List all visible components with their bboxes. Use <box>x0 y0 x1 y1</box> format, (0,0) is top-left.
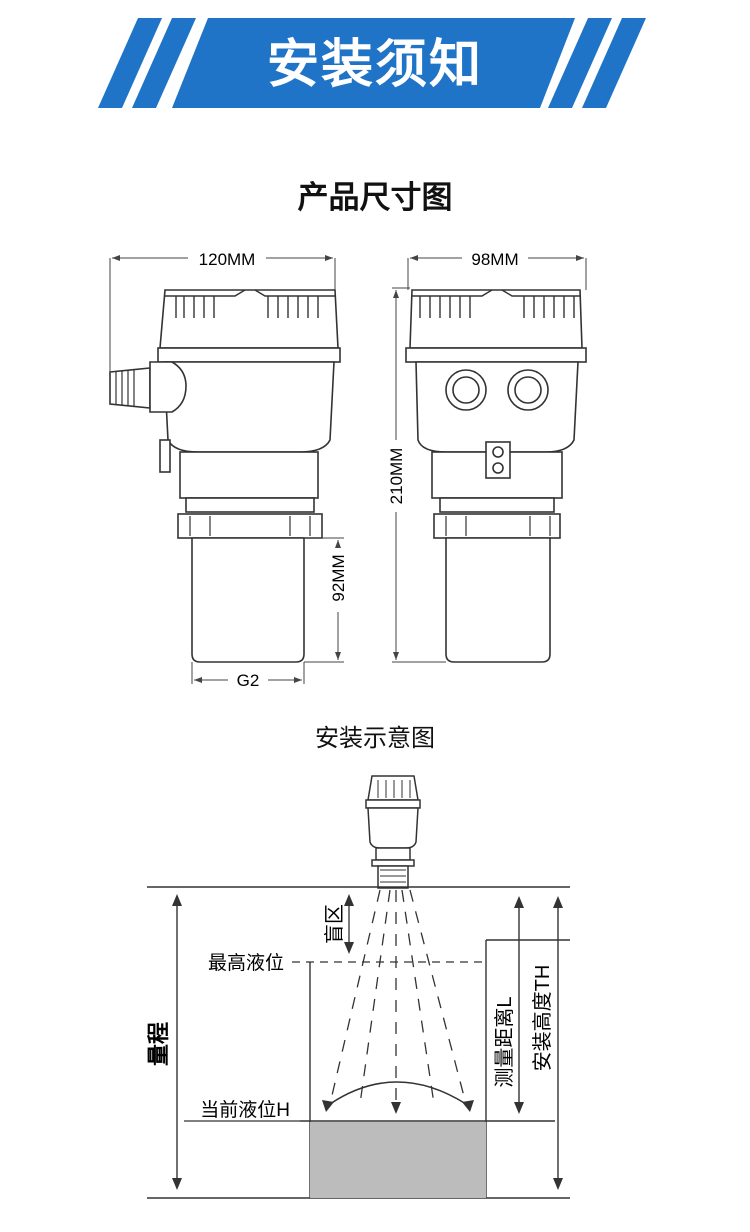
blind-zone-label: 盲区 <box>323 904 346 944</box>
probe-height-label: 92MM <box>329 554 348 601</box>
dimension-section-title: 产品尺寸图 <box>297 180 453 216</box>
measure-distance-label: 测量距离L <box>493 996 516 1087</box>
install-section-title: 安装示意图 <box>315 724 435 752</box>
title-banner <box>98 18 646 108</box>
range-label: 量程 <box>146 1022 171 1066</box>
banner-title: 安装须知 <box>266 35 483 95</box>
dimension-drawing: 120MM 98MM 210MM 92MM G2 <box>109 250 587 690</box>
width-side-label: 98MM <box>471 250 518 269</box>
total-height-label: 210MM <box>387 448 406 505</box>
width-front-label: 120MM <box>199 250 256 269</box>
install-diagram: 盲区 最高液位 量程 当前液位H 测量距离L 安装高度TH <box>146 775 570 1199</box>
thread-label: G2 <box>237 671 260 690</box>
sensor-icon <box>365 775 421 889</box>
install-height-label: 安装高度TH <box>531 965 554 1072</box>
liquid-fill <box>310 1122 486 1198</box>
current-level-label: 当前液位H <box>200 1099 290 1121</box>
max-level-label: 最高液位 <box>208 952 284 974</box>
